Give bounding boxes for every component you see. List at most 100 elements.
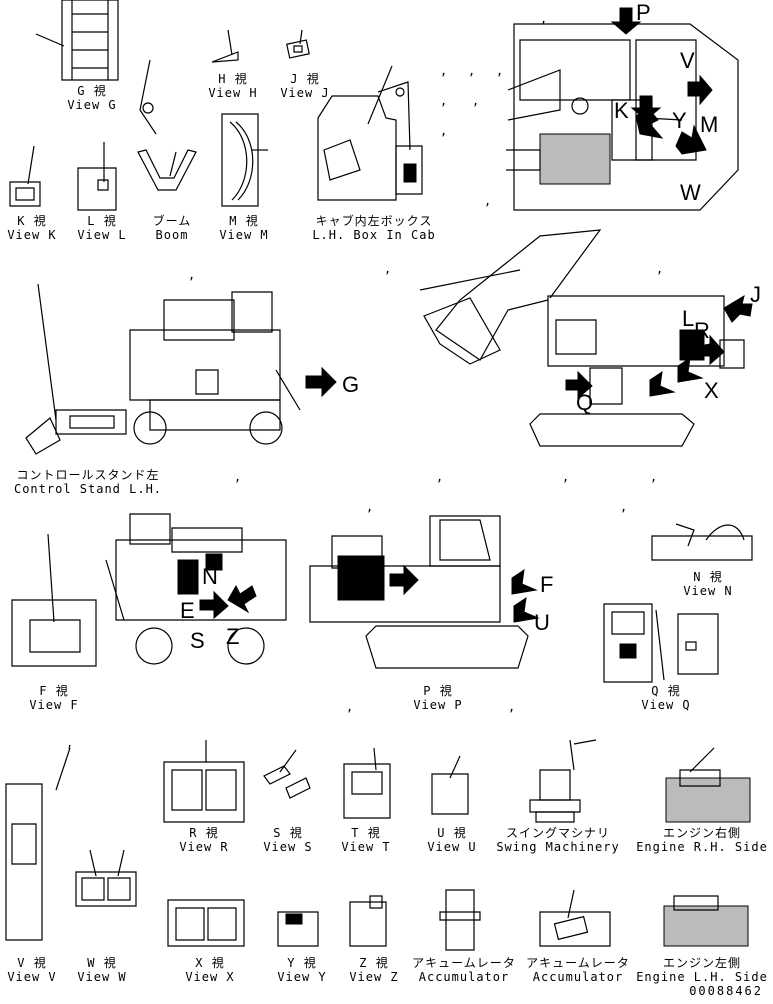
caption-en: View U (427, 840, 477, 854)
view-k-drawing (10, 146, 40, 206)
marker-s: S (190, 628, 205, 653)
caption-en: View S (263, 840, 313, 854)
view-n-drawing (652, 524, 752, 560)
marker-m: M (700, 112, 719, 137)
top-view-drawing (506, 8, 738, 210)
document-number: 00088462 (689, 984, 763, 998)
caption-jp: U 視 (437, 826, 467, 840)
marker-e: E (180, 598, 195, 623)
view-f-drawing (12, 534, 96, 666)
marker-n: N (202, 564, 218, 589)
caption-jp: T 視 (351, 826, 381, 840)
swing-machinery-drawing (530, 740, 596, 822)
caption-jp: Q 視 (651, 684, 681, 698)
caption-jp: アキュームレータ (526, 956, 630, 970)
tick-mark: , (346, 700, 354, 714)
view-l-drawing (78, 142, 116, 210)
view-m-drawing (222, 114, 268, 206)
marker-x: X (704, 378, 719, 403)
view-z-drawing (350, 896, 386, 946)
caption-jp: M 視 (229, 214, 259, 228)
caption-en: Accumulator (532, 970, 624, 984)
view-v-drawing (6, 748, 70, 940)
caption-en: Engine L.H. Side (636, 970, 768, 984)
caption-jp: N 視 (693, 570, 723, 584)
view-y-drawing (278, 912, 318, 946)
caption-en: View F (29, 698, 79, 712)
marker-w: W (680, 180, 701, 205)
marker-v: V (680, 48, 695, 73)
tick-mark: , (468, 64, 476, 78)
view-h-drawing (212, 30, 238, 62)
caption-jp: J 視 (290, 72, 320, 86)
caption-en: View Z (349, 970, 399, 984)
marker-y: Y (672, 108, 687, 133)
caption-jp: アキュームレータ (412, 956, 516, 970)
tick-mark: , (366, 500, 374, 514)
marker-l: L (682, 306, 695, 331)
marker-p: P (636, 0, 651, 25)
view-w-drawing (76, 850, 136, 906)
caption-jp: P 視 (423, 684, 453, 698)
caption-en: View V (7, 970, 57, 984)
caption-jp: H 視 (218, 72, 248, 86)
marker-g: G (342, 372, 360, 397)
engine-lh-drawing (664, 896, 748, 946)
caption-en: View G (67, 98, 117, 112)
caption-en: View X (185, 970, 235, 984)
tick-mark: , (508, 700, 516, 714)
caption-en: View N (683, 584, 733, 598)
caption-en: Accumulator (418, 970, 510, 984)
engine-rh-drawing (666, 748, 750, 822)
caption-en: View R (179, 840, 229, 854)
view-q-drawing (604, 604, 718, 682)
caption-en: View H (208, 86, 258, 100)
boom-drawing (138, 150, 196, 190)
caption-jp: キャブ内左ボックス (315, 214, 433, 228)
marker-q: Q (576, 390, 594, 415)
caption-en: View T (341, 840, 391, 854)
tick-mark: , (384, 262, 392, 276)
tick-mark: , (440, 64, 448, 78)
tick-mark: , (440, 124, 448, 138)
caption-en: View M (219, 228, 269, 242)
tick-mark: , (650, 470, 658, 484)
tick-mark: , (562, 470, 570, 484)
rear-view-drawing (130, 292, 336, 444)
caption-jp: エンジン左側 (662, 956, 741, 970)
caption-jp: X 視 (195, 956, 225, 970)
caption-jp: G 視 (77, 84, 107, 98)
caption-en: View Y (277, 970, 327, 984)
caption-jp: V 視 (17, 956, 47, 970)
caption-jp: エンジン右側 (662, 826, 741, 840)
caption-jp: L 視 (87, 214, 117, 228)
cab-box-drawing (318, 66, 422, 200)
tick-mark: , (66, 736, 74, 750)
caption-en: View L (77, 228, 127, 242)
caption-jp: S 視 (273, 826, 303, 840)
accumulator-2-drawing (540, 890, 610, 946)
tick-mark: , (540, 12, 548, 26)
